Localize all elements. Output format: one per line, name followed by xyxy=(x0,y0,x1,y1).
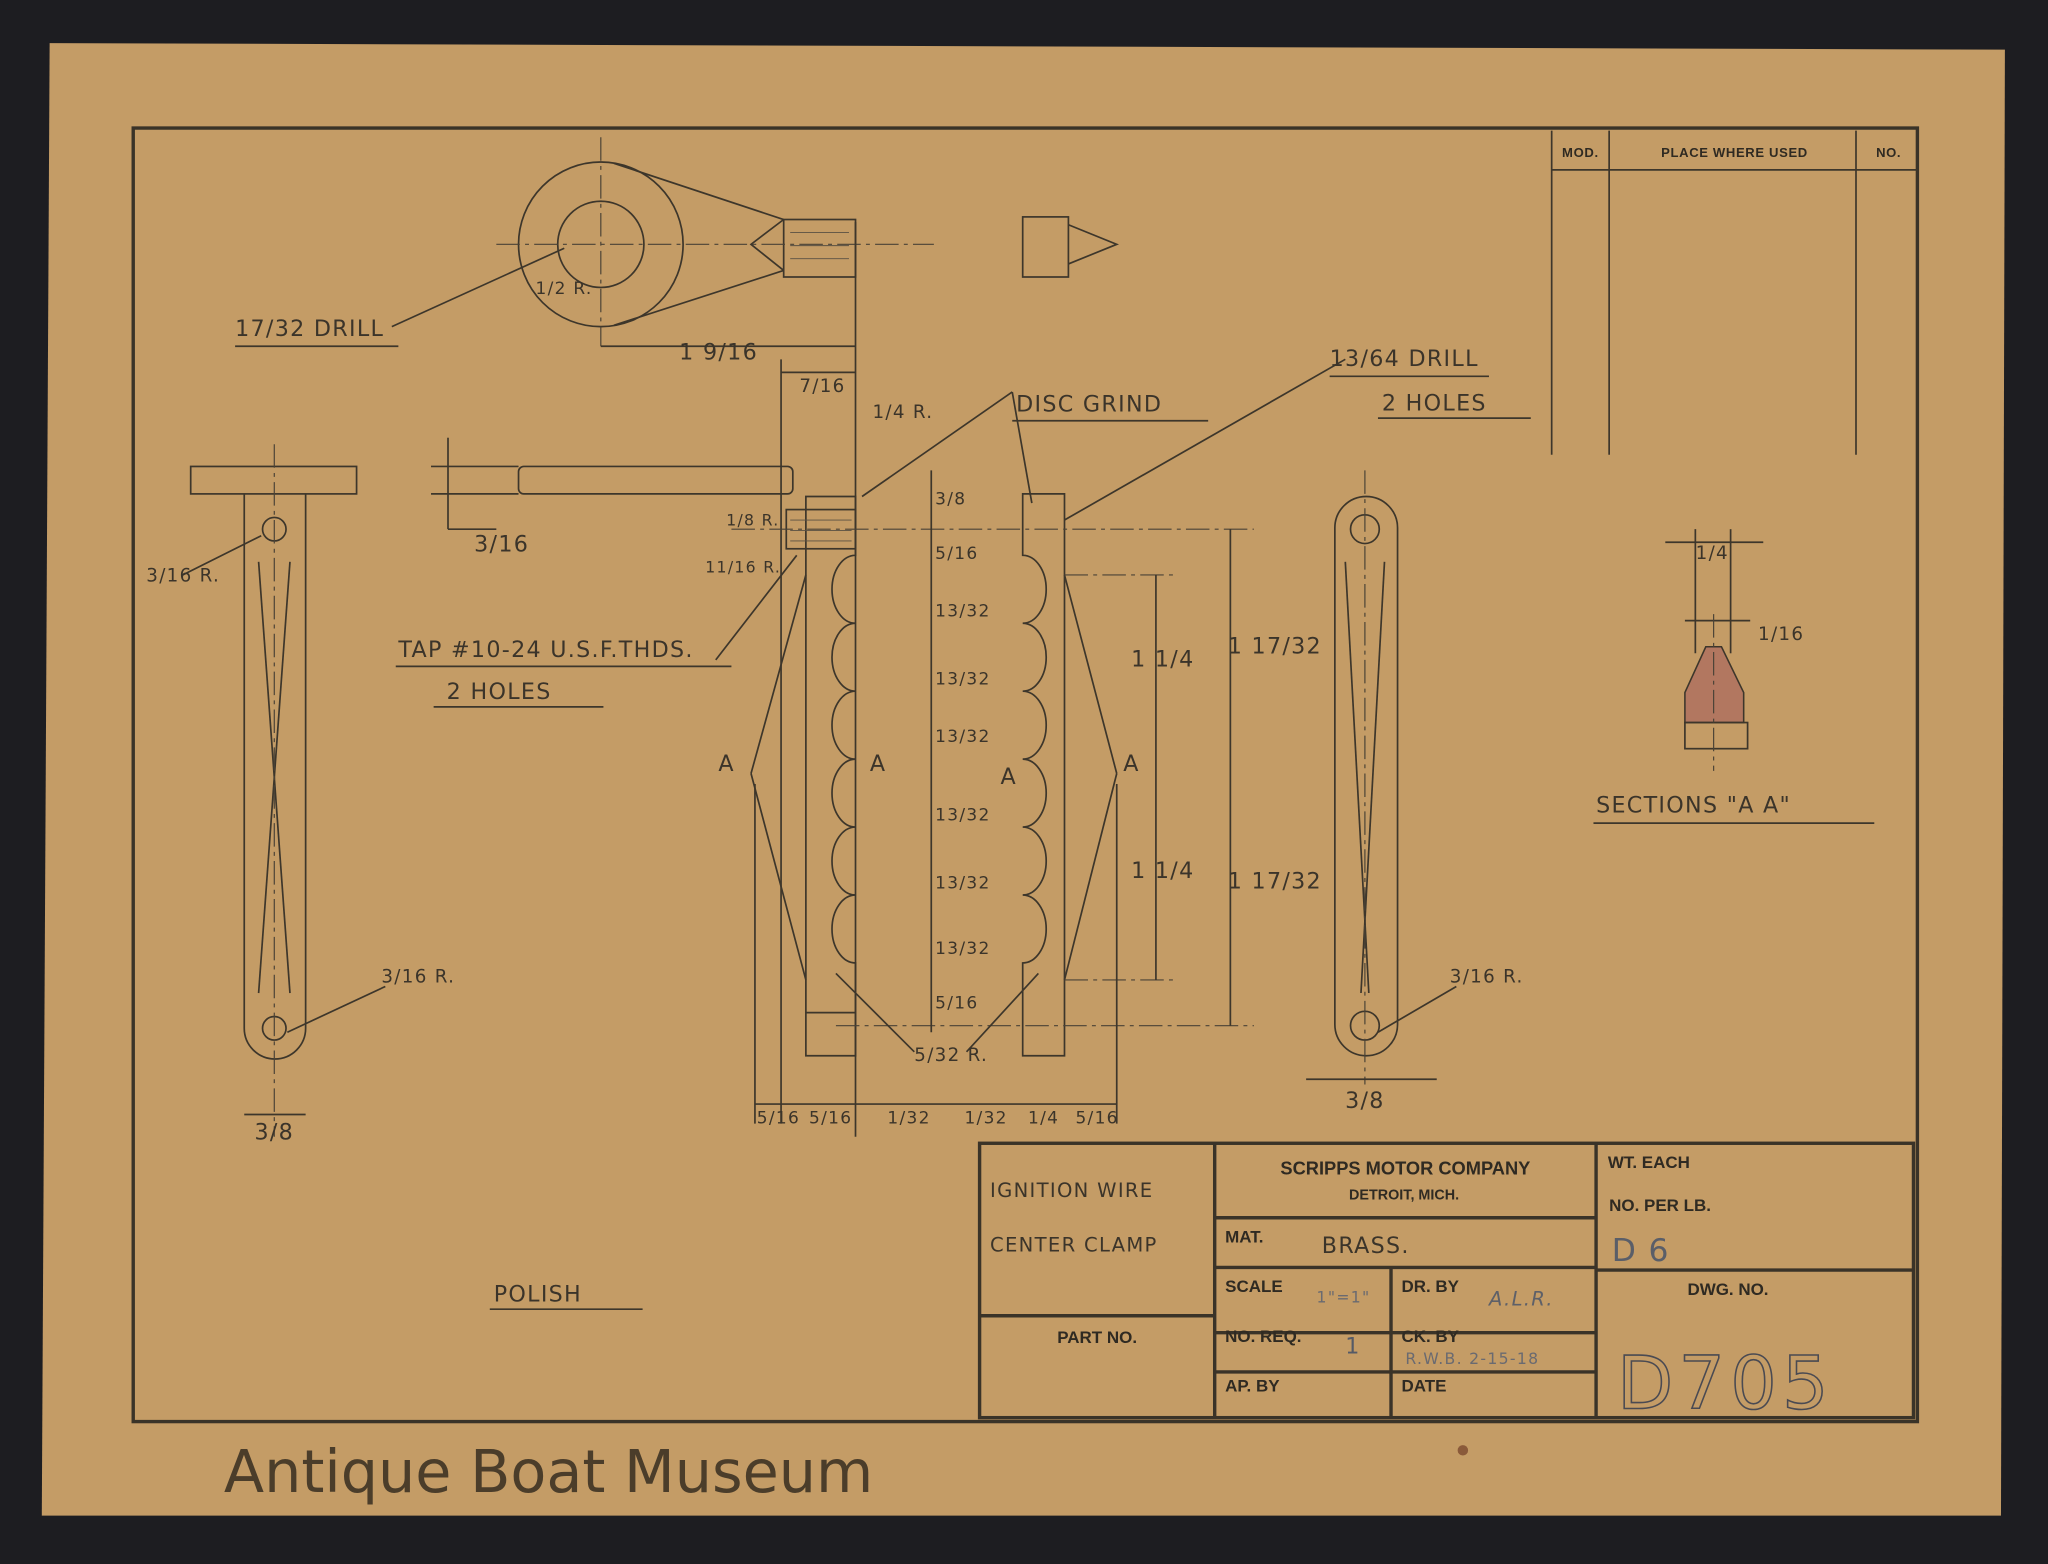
top-view xyxy=(391,137,1119,1137)
tap-label: TAP #10-24 U.S.F.THDS. xyxy=(397,637,693,663)
polish-label: POLISH xyxy=(494,1281,582,1307)
drill-13-64-label: 13/64 DRILL xyxy=(1330,346,1479,372)
paper xyxy=(41,43,2005,1516)
part-no-label: PART NO. xyxy=(1057,1328,1137,1347)
disc-grind-label: DISC GRIND xyxy=(1016,392,1162,418)
header-mod: MOD. xyxy=(1562,145,1599,160)
chain-dim: 13/32 xyxy=(935,602,990,622)
dim-1-17-32-a: 1 17/32 xyxy=(1228,633,1322,659)
chain-dim: 13/32 xyxy=(935,939,990,959)
front-view xyxy=(715,358,1346,1124)
chain-dim: 13/32 xyxy=(935,670,990,690)
no-per-lb-value: D 6 xyxy=(1612,1233,1670,1269)
chain-dim: 5/16 xyxy=(935,994,978,1014)
header-no: NO. xyxy=(1876,145,1901,160)
two-holes-drill-label: 2 HOLES xyxy=(1382,390,1487,416)
company-location: DETROIT, MICH. xyxy=(1349,1187,1459,1203)
quarter-r-label: 1/4 R. xyxy=(872,402,933,423)
part-name-line1: IGNITION WIRE xyxy=(990,1179,1153,1202)
dim-1-1-4-b: 1 1/4 xyxy=(1131,858,1194,884)
scale-label: SCALE xyxy=(1225,1277,1283,1296)
r-3-16-top-label: 3/16 R. xyxy=(146,565,220,586)
r-11-16-label: 11/16 R. xyxy=(705,557,781,576)
section-mark-a: A xyxy=(718,751,734,777)
drawing-border xyxy=(131,126,1920,1424)
dim-3-16: 3/16 xyxy=(474,531,529,557)
no-per-lb-label: NO. PER LB. xyxy=(1609,1196,1711,1215)
side-view xyxy=(431,437,794,531)
dim-3-8-right: 3/8 xyxy=(1345,1088,1385,1114)
paper-stain xyxy=(1457,1445,1469,1456)
date-label: DATE xyxy=(1401,1377,1446,1396)
drawn-by-label: DR. BY xyxy=(1401,1277,1459,1296)
dimension-chain: 3/8 5/16 13/32 13/32 13/32 13/32 13/32 1… xyxy=(935,489,990,1014)
watermark: Antique Boat Museum xyxy=(224,1437,873,1506)
r-3-16-bottom-left-label: 3/16 R. xyxy=(381,967,455,988)
section-1-4: 1/4 xyxy=(1696,543,1729,564)
chain-dim: 13/32 xyxy=(935,727,990,747)
dim-1-9-16: 1 9/16 xyxy=(679,339,758,365)
header-place-where-used: PLACE WHERE USED xyxy=(1661,145,1808,160)
section-mark-a: A xyxy=(870,751,886,777)
dim-1-17-32-b: 1 17/32 xyxy=(1228,868,1322,894)
section-1-16: 1/16 xyxy=(1758,624,1804,645)
checked-by-value: R.W.B. 2-15-18 xyxy=(1405,1349,1539,1368)
dim-7-16: 7/16 xyxy=(799,376,845,397)
dwg-no-label: DWG. NO. xyxy=(1687,1280,1768,1299)
no-req-value: 1 xyxy=(1345,1334,1360,1360)
r-1-8-label: 1/8 R. xyxy=(726,510,779,529)
dim-3-8-left: 3/8 xyxy=(254,1119,294,1145)
r-5-32-label: 5/32 R. xyxy=(914,1045,988,1066)
scale-value: 1"=1" xyxy=(1317,1288,1371,1307)
company-name: SCRIPPS MOTOR COMPANY xyxy=(1280,1158,1530,1179)
part-name-line2: CENTER CLAMP xyxy=(990,1234,1158,1257)
revision-table: MOD. PLACE WHERE USED NO. xyxy=(1550,130,1918,455)
bottom-dim: 5/16 xyxy=(757,1109,800,1129)
sections-label: SECTIONS "A A" xyxy=(1596,793,1791,819)
chain-dim: 3/8 xyxy=(935,489,966,509)
section-aa xyxy=(1665,529,1764,771)
no-req-label: NO. REQ. xyxy=(1225,1327,1301,1346)
drawn-by-value: A.L.R. xyxy=(1487,1287,1554,1310)
section-mark-a: A xyxy=(1000,764,1016,790)
bottom-dim: 5/16 xyxy=(809,1109,852,1129)
bottom-dim: 5/16 xyxy=(1075,1109,1118,1129)
material-label: MAT. xyxy=(1225,1228,1263,1247)
chain-dim: 13/32 xyxy=(935,806,990,826)
bottom-dim: 1/32 xyxy=(964,1109,1007,1129)
bottom-dim: 1/32 xyxy=(887,1109,930,1129)
r-3-16-right-label: 3/16 R. xyxy=(1450,967,1524,988)
weight-label: WT. EACH xyxy=(1608,1153,1690,1172)
checked-by-label: CK. BY xyxy=(1401,1327,1459,1346)
approved-by-label: AP. BY xyxy=(1225,1377,1280,1396)
half-r-label: 1/2 R. xyxy=(536,279,593,299)
dwg-no-value: D705 xyxy=(1617,1342,1834,1427)
bottom-dim: 1/4 xyxy=(1028,1109,1059,1129)
title-block: IGNITION WIRE CENTER CLAMP PART NO. SCRI… xyxy=(977,1141,1916,1427)
drill-17-32-label: 17/32 DRILL xyxy=(235,316,384,342)
right-end-view xyxy=(1306,470,1457,1085)
left-end-view xyxy=(182,444,386,1137)
bottom-dimensions: 5/16 5/16 1/32 1/32 1/4 5/16 xyxy=(757,1109,1118,1129)
tap-two-holes-label: 2 HOLES xyxy=(447,679,552,705)
material-value: BRASS. xyxy=(1322,1233,1410,1259)
chain-dim: 13/32 xyxy=(935,873,990,893)
dim-1-1-4-a: 1 1/4 xyxy=(1131,646,1194,672)
chain-dim: 5/16 xyxy=(935,544,978,564)
section-mark-a: A xyxy=(1123,751,1139,777)
